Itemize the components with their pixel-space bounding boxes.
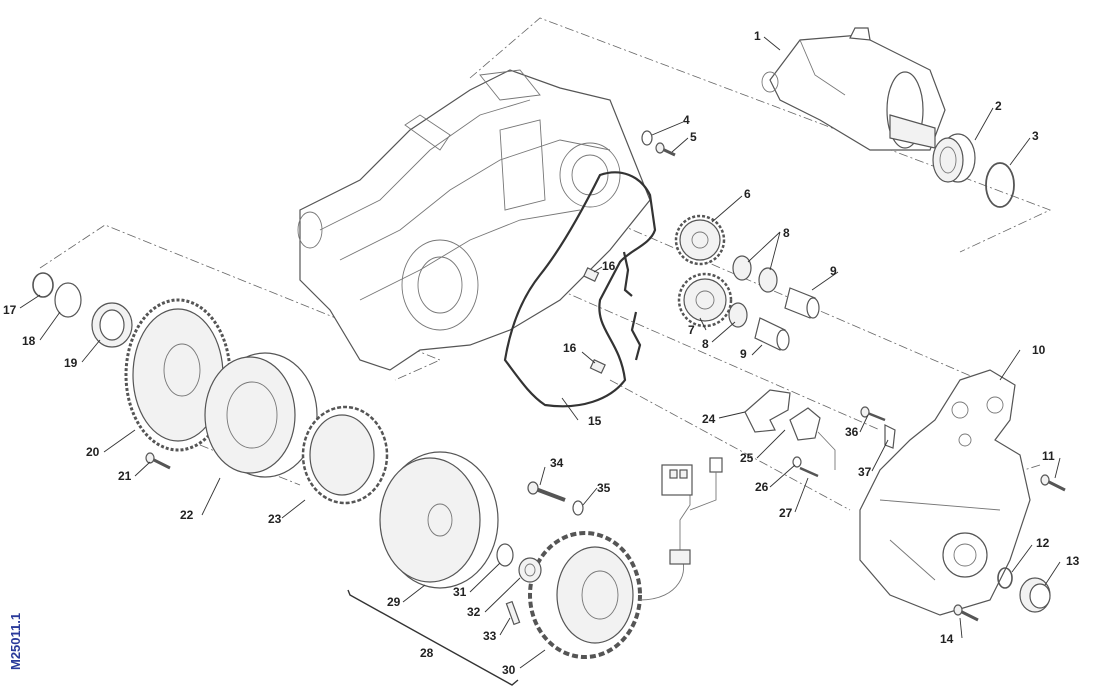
plate-18: [54, 282, 82, 318]
callout-labels: 1 2 3 4 5 6 7 8 8 9 9 10 11 12 13 14 15 …: [3, 29, 1080, 677]
gasket-fragment-lower: [630, 311, 642, 361]
clip-37: [884, 424, 896, 449]
callout-29: 29: [387, 595, 401, 609]
callout-19: 19: [64, 356, 78, 370]
o-ring-12: [997, 567, 1013, 589]
callout-10: 10: [1032, 343, 1046, 357]
starter-bush: [932, 133, 976, 183]
idler-gear-6: [674, 214, 726, 266]
wiring-connectors: [661, 457, 723, 565]
callout-14: 14: [940, 632, 954, 646]
sensor-25: [789, 407, 836, 470]
screw-21: [145, 452, 171, 470]
gear-shafts: [754, 287, 820, 351]
washer-35: [572, 500, 584, 516]
bolt-34: [527, 481, 566, 502]
callout-7: 7: [688, 323, 695, 337]
callout-16b: 16: [563, 341, 577, 355]
dowel-pins: [583, 267, 606, 374]
callout-6: 6: [744, 187, 751, 201]
callout-13: 13: [1066, 554, 1080, 568]
callout-8a: 8: [783, 226, 790, 240]
callout-25: 25: [740, 451, 754, 465]
callout-22: 22: [180, 508, 194, 522]
callout-27: 27: [779, 506, 793, 520]
washer-31: [496, 543, 514, 567]
gasket-fragment-upper: [622, 251, 633, 297]
callout-9b: 9: [740, 347, 747, 361]
key-33: [505, 600, 521, 626]
callout-24: 24: [702, 412, 716, 426]
callout-1: 1: [754, 29, 761, 43]
callout-18: 18: [22, 334, 36, 348]
callout-31: 31: [453, 585, 467, 599]
needle-bearings: [728, 255, 778, 328]
callout-21: 21: [118, 469, 132, 483]
callout-17: 17: [3, 303, 17, 317]
callout-12: 12: [1036, 536, 1050, 550]
callout-35: 35: [597, 481, 611, 495]
starter-gear-20: [124, 298, 232, 452]
callout-23: 23: [268, 512, 282, 526]
callout-36: 36: [845, 425, 859, 439]
callout-37: 37: [858, 465, 872, 479]
bracket-24: [744, 389, 791, 433]
callout-16a: 16: [602, 259, 616, 273]
callout-28: 28: [420, 646, 434, 660]
generator-cover: [859, 369, 1031, 616]
nut-32: [518, 557, 542, 583]
screw-11: [1040, 474, 1066, 492]
callout-33: 33: [483, 629, 497, 643]
callout-34: 34: [550, 456, 564, 470]
crankcase: [297, 69, 651, 371]
o-ring-3: [985, 162, 1015, 208]
roller-bearing-19: [91, 302, 133, 348]
gasket-15: [503, 171, 657, 408]
screw-14: [953, 604, 979, 622]
washer-4: [641, 130, 653, 146]
one-way-clutch-23: [301, 405, 389, 505]
freewheel-hub-22: [204, 352, 318, 478]
callout-11: 11: [1042, 449, 1055, 463]
stator-30: [528, 475, 691, 659]
callout-8b: 8: [702, 337, 709, 351]
callout-26: 26: [755, 480, 769, 494]
idler-gear-7: [677, 272, 733, 328]
callout-5: 5: [690, 130, 697, 144]
callout-4: 4: [683, 113, 690, 127]
callout-20: 20: [86, 445, 100, 459]
starter-motor: [761, 27, 946, 151]
callout-2: 2: [995, 99, 1002, 113]
callout-3: 3: [1032, 129, 1039, 143]
callout-9a: 9: [830, 264, 837, 278]
leader-lines: [19, 36, 1061, 669]
plug-13: [1019, 577, 1051, 613]
callout-15: 15: [588, 414, 602, 428]
flywheel-rotor-29: [379, 451, 499, 589]
drawing-reference: M25011.1: [8, 613, 23, 670]
screw-5: [655, 142, 676, 157]
callout-32: 32: [467, 605, 481, 619]
screw-27: [799, 466, 819, 478]
washer-26: [792, 456, 802, 468]
callout-30: 30: [502, 663, 516, 677]
group-bracket-28: [347, 589, 519, 686]
screw-36: [860, 406, 886, 422]
circlip-17: [32, 272, 54, 298]
